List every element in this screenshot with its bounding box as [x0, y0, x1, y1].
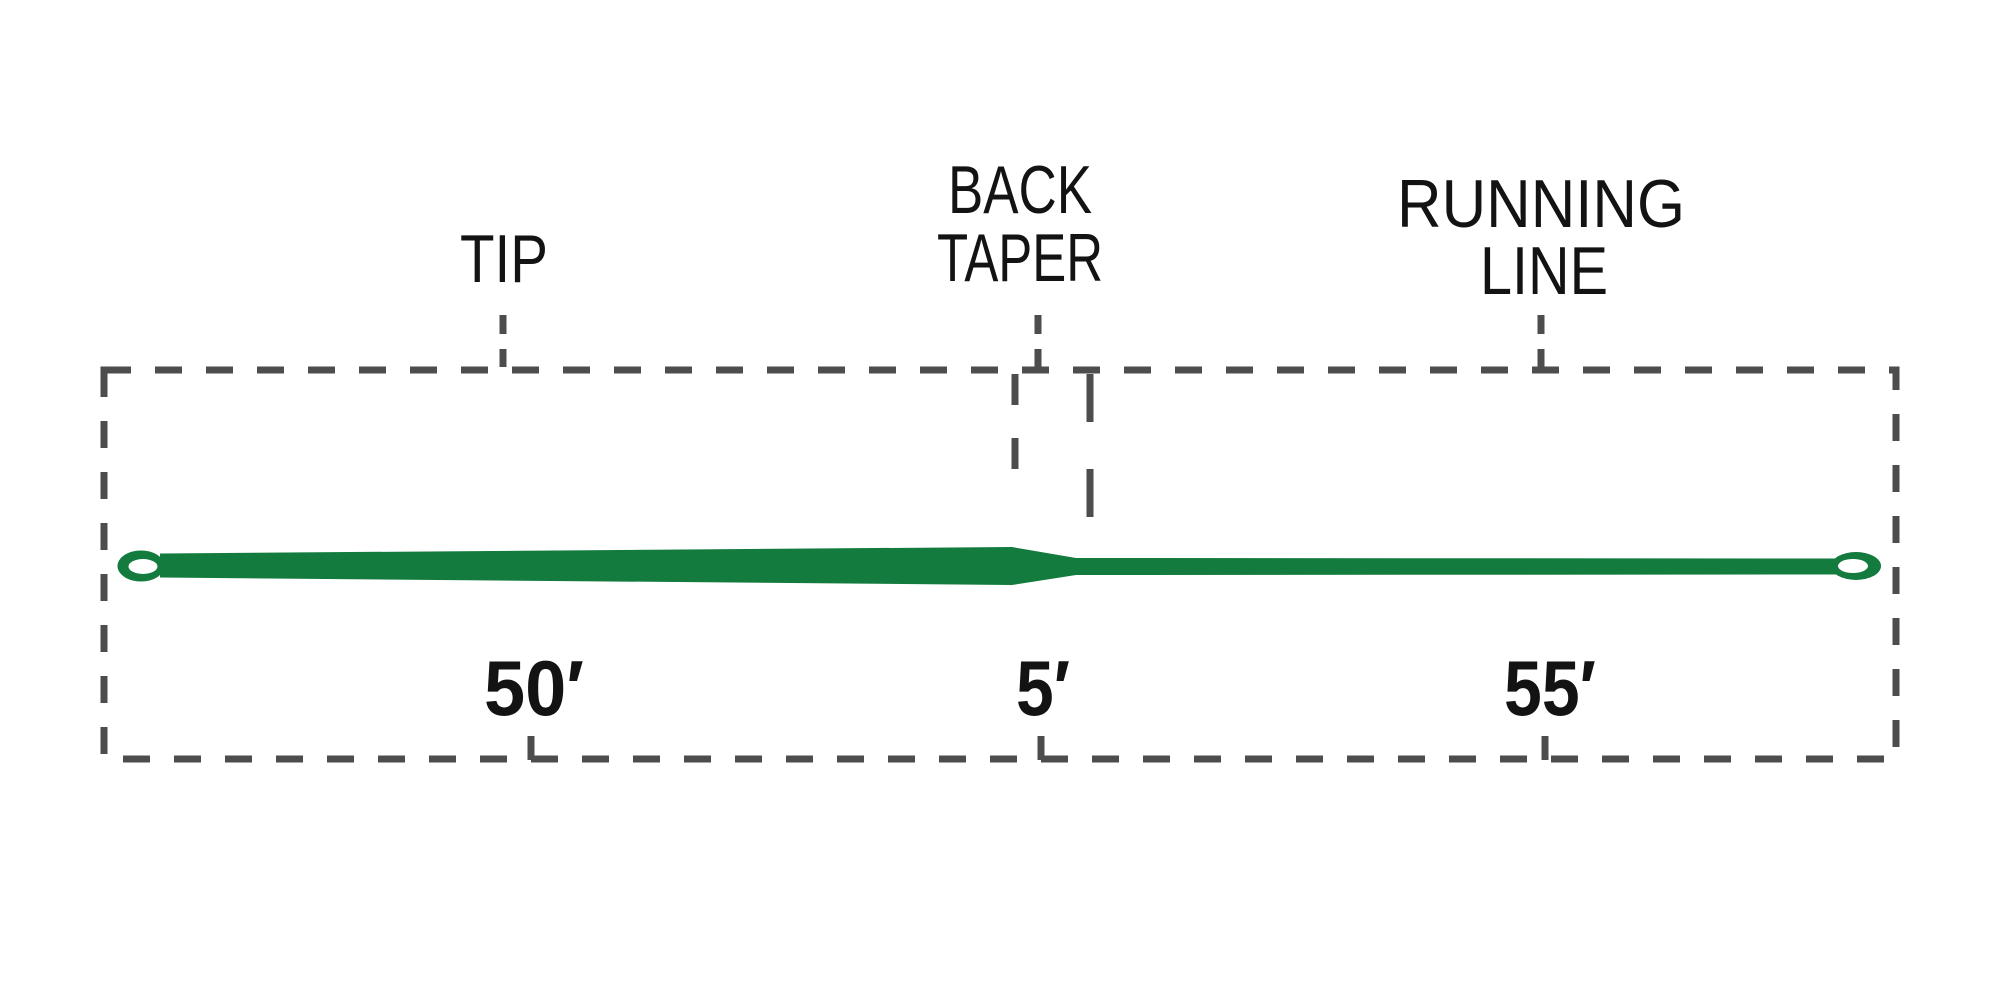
back-taper-length-value: 5′ — [1016, 644, 1070, 732]
tip-length-value: 50′ — [484, 644, 584, 732]
tip-label: TIP — [460, 221, 548, 297]
running-line-loop-hole — [1838, 559, 1868, 573]
running-line-label-line2: LINE — [1480, 233, 1608, 309]
tip-loop-hole — [128, 559, 158, 574]
back-taper-label-line2: TAPER — [937, 220, 1103, 296]
measurement-box-border — [100, 366, 1900, 763]
running-line-length-value: 55′ — [1504, 644, 1596, 732]
back-taper-label-line1: BACK — [948, 152, 1092, 228]
fly-line-profile — [160, 547, 1846, 585]
running-line-label-line1: RUNNING — [1397, 166, 1685, 242]
